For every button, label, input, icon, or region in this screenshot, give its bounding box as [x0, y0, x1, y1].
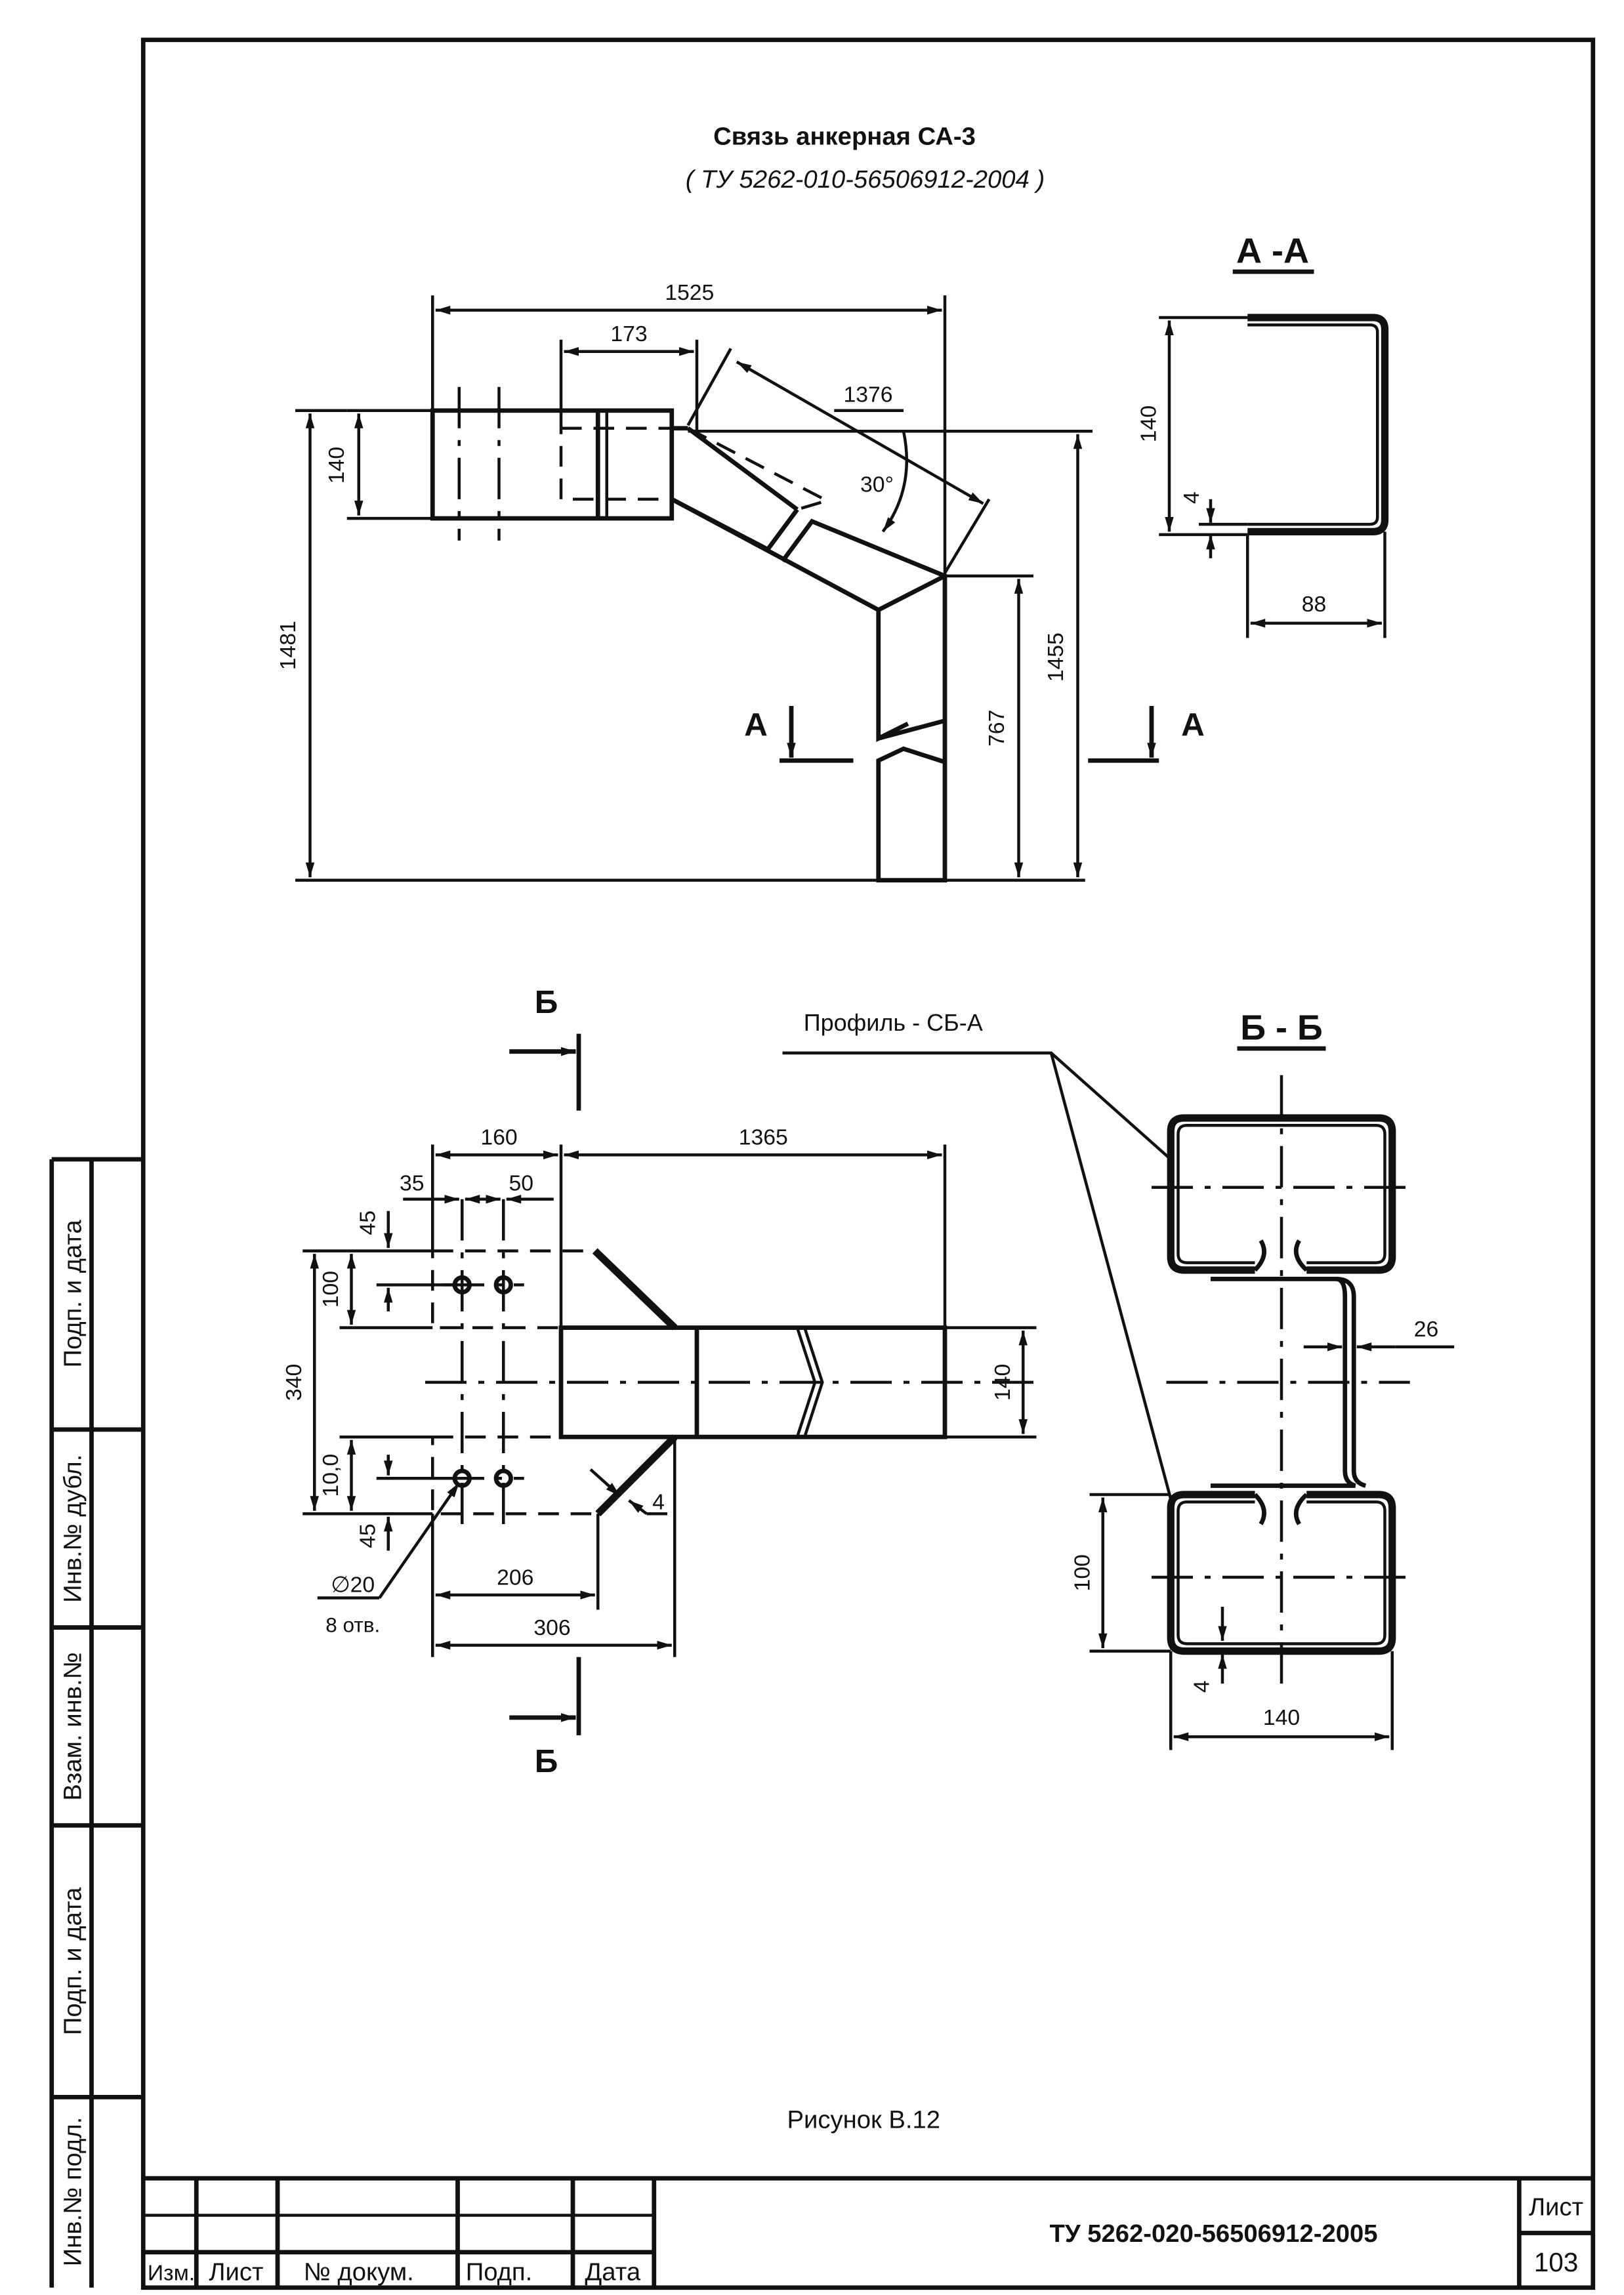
col-list: Лист [209, 2258, 263, 2286]
profile-label: Профиль - СБ-А [804, 1009, 983, 1036]
dim-35: 35 [400, 1170, 425, 1195]
stamp-podp-data-2: Подп. и дата [59, 1219, 87, 1367]
dim-50: 50 [509, 1170, 533, 1195]
drawing-frame [140, 37, 1596, 2290]
dim-45-top: 45 [356, 1210, 381, 1235]
stamp-inv-podl: Инв.№ подл. [59, 2117, 87, 2267]
side-stamp: Инв.№ подл. Подп. и дата Взам. инв.№ Инв… [49, 1157, 144, 2288]
dim-1525: 1525 [665, 280, 714, 305]
section-bb-title: Б - Б [1240, 1008, 1323, 1048]
dim-10: 10,0 [318, 1454, 343, 1497]
section-bb: Б - Б Профиль - СБ-А 26 100 [782, 1008, 1455, 1750]
aa-dim-140: 140 [1136, 405, 1161, 442]
sheet-label: Лист [1529, 2193, 1583, 2221]
section-mark-a-right: А [1181, 707, 1205, 743]
dim-340: 340 [281, 1364, 306, 1401]
title-block: Изм. Лист № докум. Подп. Дата ТУ 5262-02… [143, 2176, 1593, 2288]
hole-diameter: ∅20 [331, 1573, 375, 1598]
dim-160: 160 [480, 1125, 517, 1149]
aa-dim-4: 4 [1179, 491, 1204, 504]
dim-100: 100 [318, 1271, 343, 1308]
dim-1365: 1365 [739, 1125, 788, 1149]
col-doc: № докум. [304, 2258, 414, 2286]
dim-173: 173 [610, 321, 647, 346]
dim-4-plate: 4 [652, 1489, 665, 1514]
section-aa-title: А -А [1236, 232, 1309, 271]
col-izm: Изм. [148, 2260, 195, 2285]
drawing-title: Связь анкерная СА-3 [713, 123, 976, 151]
col-podp: Подп. [466, 2258, 533, 2286]
section-mark-a-left: А [744, 707, 768, 743]
section-mark-b-top: Б [535, 984, 558, 1020]
drawing-spec: ( ТУ 5262-010-56506912-2004 ) [686, 165, 1045, 194]
dim-angle: 30° [860, 472, 894, 497]
document-code: ТУ 5262-020-56506912-2005 [1049, 2220, 1377, 2248]
dim-140-top: 140 [324, 447, 349, 484]
col-data: Дата [585, 2258, 640, 2286]
bb-dim-140: 140 [1263, 1705, 1300, 1730]
stamp-inv-dubl: Инв.№ дубл. [59, 1455, 87, 1603]
stamp-vzam-inv: Взам. инв.№ [59, 1652, 87, 1800]
section-mark-b-bottom: Б [535, 1743, 558, 1779]
hole-count: 8 отв. [325, 1613, 380, 1636]
dim-206: 206 [497, 1565, 533, 1590]
dim-306: 306 [533, 1615, 570, 1640]
bb-dim-26: 26 [1414, 1317, 1439, 1342]
dim-1481: 1481 [276, 621, 301, 670]
dim-767: 767 [984, 710, 1009, 747]
sheet-number: 103 [1534, 2247, 1579, 2277]
stamp-podp-data-1: Подп. и дата [59, 1887, 87, 2035]
dim-45-bottom: 45 [356, 1523, 381, 1548]
top-view: 1525 173 1376 30° 140 1481 1455 767 [276, 280, 1205, 882]
dim-1376: 1376 [843, 382, 892, 407]
bottom-view: Б Б 160 1365 [281, 984, 1037, 1779]
dim-140-bottom: 140 [990, 1364, 1015, 1401]
bb-dim-4: 4 [1190, 1680, 1215, 1693]
section-aa: А -А 140 4 88 [1136, 232, 1389, 638]
dim-1455: 1455 [1043, 632, 1068, 682]
figure-caption: Рисунок В.12 [787, 2106, 940, 2134]
aa-dim-88: 88 [1302, 592, 1327, 617]
bb-dim-100: 100 [1070, 1554, 1095, 1591]
